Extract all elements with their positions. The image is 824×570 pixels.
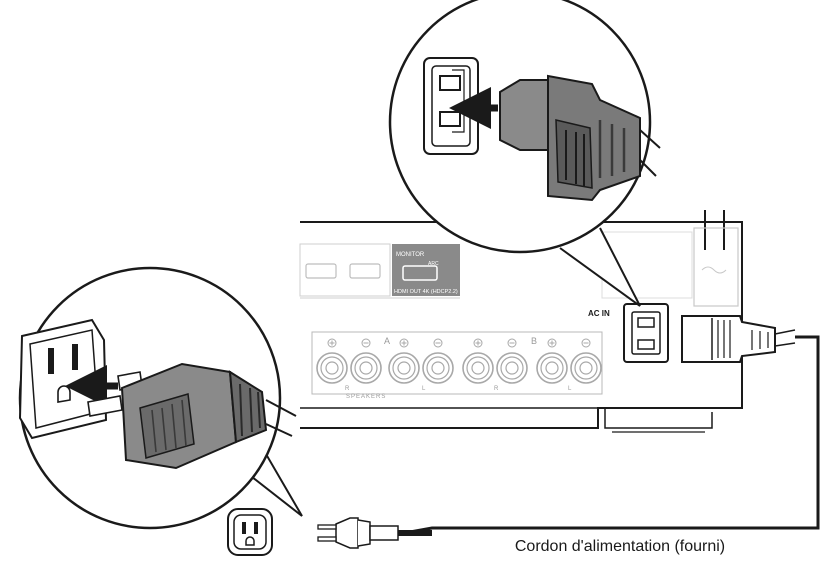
speakers-section: SPEAKERS A B R L R L	[311, 331, 603, 400]
speaker-terminal	[570, 338, 602, 384]
zoom-bubble-inlet	[388, 0, 661, 307]
power-cord-connector	[681, 315, 796, 363]
inlet-slot-bottom	[637, 339, 655, 350]
monitor-label: MONITOR	[396, 252, 425, 258]
speaker-terminal	[316, 338, 348, 384]
zone-a-label: A	[384, 336, 390, 346]
power-cord-caption: Cordon d'alimentation (fourni)	[514, 538, 726, 555]
hdmi-port-1	[305, 263, 337, 279]
power-cable	[409, 335, 820, 534]
hdmi-section: MONITOR ARC HDMI OUT 4K (HDCP2.2)	[299, 243, 460, 299]
wall-plug-small	[317, 517, 432, 549]
zoom-bubble-outlet	[18, 266, 303, 530]
hdmi-monitor-port	[402, 265, 438, 281]
channel-l-label-1: L	[422, 386, 426, 392]
wall-outlet-small	[227, 508, 273, 556]
arc-label: ARC	[428, 261, 439, 267]
speaker-terminal	[496, 338, 528, 384]
speaker-terminal	[462, 338, 494, 384]
inlet-slot-top	[637, 317, 655, 328]
speaker-terminal	[536, 338, 568, 384]
channel-r-label-2: R	[494, 386, 499, 392]
hdmi-out-label: HDMI OUT 4K (HDCP2.2)	[394, 289, 458, 295]
zone-b-label: B	[531, 336, 537, 346]
hdmi-port-2	[349, 263, 381, 279]
speaker-terminals	[316, 338, 602, 384]
speaker-terminal	[350, 338, 382, 384]
receiver-rear-panel	[300, 210, 743, 433]
channel-l-label-2: L	[568, 386, 572, 392]
ac-inlet: AC IN	[588, 303, 669, 363]
ac-in-label: AC IN	[588, 309, 610, 318]
speakers-label: SPEAKERS	[346, 394, 386, 400]
speaker-terminal	[388, 338, 420, 384]
channel-r-label-1: R	[345, 386, 350, 392]
speaker-terminal	[422, 338, 454, 384]
